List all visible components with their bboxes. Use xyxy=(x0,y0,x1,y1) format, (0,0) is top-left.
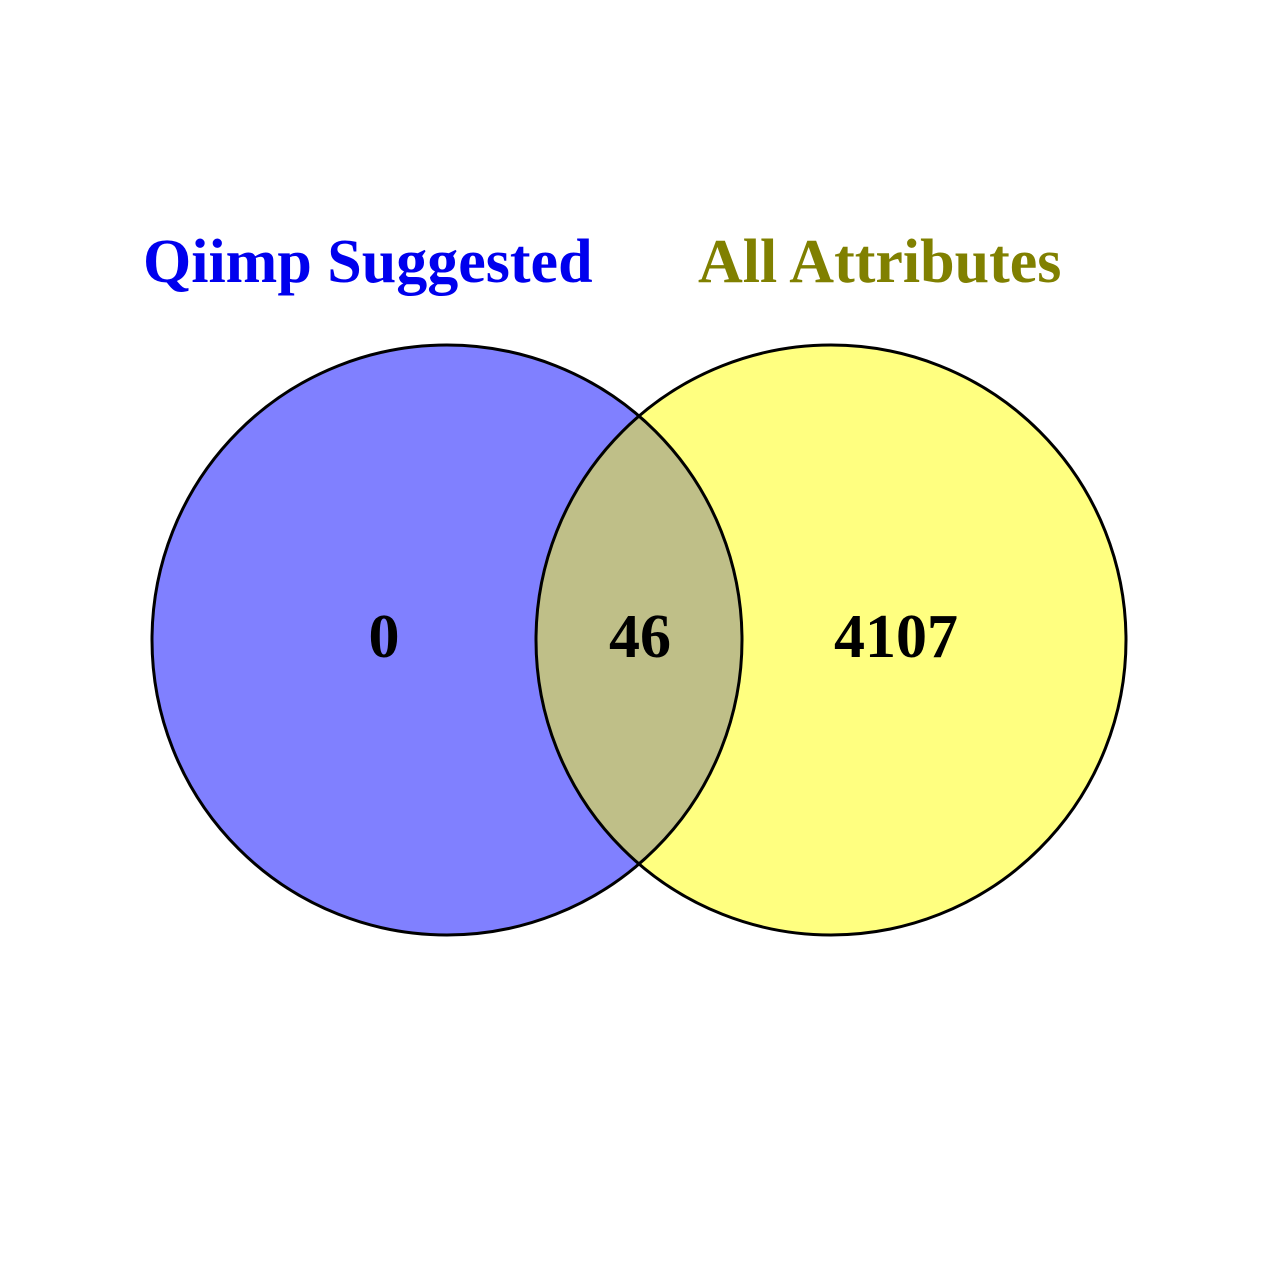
count-left-only: 0 xyxy=(369,603,400,671)
left-circle-outline xyxy=(150,343,744,937)
count-intersection: 46 xyxy=(609,603,671,671)
set-label-left: Qiimp Suggested xyxy=(143,228,593,296)
set-label-right: All Attributes xyxy=(698,228,1061,296)
right-circle-outline xyxy=(534,343,1128,937)
count-right-only: 4107 xyxy=(834,603,958,671)
overlap-region xyxy=(536,345,742,935)
